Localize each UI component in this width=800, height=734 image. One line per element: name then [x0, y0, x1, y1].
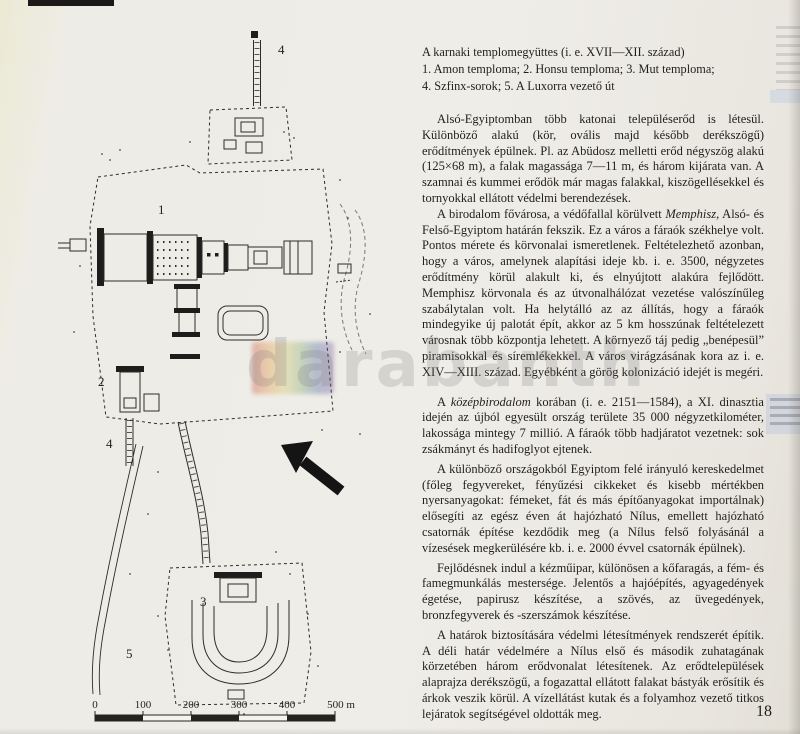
- body-text-column: Alsó-Egyiptomban több katonai települése…: [422, 112, 764, 722]
- honsu-temple: [116, 366, 160, 413]
- paragraph-text: A: [437, 394, 451, 409]
- north-sphinx-avenue: [251, 31, 261, 106]
- scale-labels: 0 100 200 300 400 500 m: [92, 699, 355, 711]
- scale-label: 0: [92, 699, 98, 711]
- paragraph-fortresses: Alsó-Egyiptomban több katonai települése…: [422, 112, 764, 205]
- italic-term: középbirodalom: [450, 394, 531, 409]
- stipple-dots: [73, 131, 371, 715]
- scan-edge-mark: [28, 0, 114, 6]
- paragraph-crafts: Fejlődésnek indul a kézműipar, különösen…: [422, 560, 764, 622]
- page-edge-shading: [0, 728, 800, 734]
- sphinx-avenue-west: [125, 418, 134, 466]
- north-arrow: [281, 441, 345, 496]
- label-honsu: 2: [98, 374, 105, 389]
- paragraph-trade: A különböző országokból Egyiptom felé ir…: [422, 461, 764, 555]
- paragraph-memphis: A birodalom fővárosa, a védőfallal körül…: [422, 207, 764, 381]
- label-sphinx-mid: 4: [106, 436, 113, 451]
- label-amon: 1: [158, 202, 165, 217]
- scale-label: 500 m: [327, 699, 355, 711]
- south-axis-pylons: [170, 284, 200, 359]
- sphinx-avenue-south: [177, 420, 211, 565]
- label-luxor-road: 5: [126, 646, 133, 661]
- paragraph-middle-kingdom: A középbirodalom korában (i. e. 2151—158…: [422, 395, 764, 458]
- mut-precinct: [164, 562, 312, 706]
- label-sphinx-top: 4: [278, 42, 285, 57]
- map-number-labels: 1 2 3 4 4 5: [98, 42, 285, 661]
- figure-caption-line: 4. Szfinx-sorok; 5. A Luxorra vezető út: [422, 78, 615, 93]
- italic-term: Memphisz,: [665, 206, 720, 221]
- paragraph-text: A birodalom fővárosa, a védőfallal körül…: [437, 206, 666, 221]
- scale-bar: 0 100 200 300 400 500 m: [92, 699, 355, 722]
- paragraph-text: korában (i. e. 2151—1584), a XI. dinaszt…: [422, 394, 764, 456]
- quay: [58, 238, 87, 252]
- scale-ticks: [94, 711, 336, 715]
- sacred-lake: [217, 305, 269, 341]
- figure-caption-line: 1. Amon temploma; 2. Honsu temploma; 3. …: [422, 61, 715, 76]
- label-mut: 3: [200, 594, 207, 609]
- luxor-road: [91, 443, 144, 696]
- montu-precinct: [207, 106, 293, 165]
- paragraph-text: Alsó- és Felső-Egyiptom határán fekszik.…: [422, 206, 765, 379]
- figure-caption-title: A karnaki templomegyüttes (i. e. XVII—XI…: [422, 45, 685, 59]
- amon-enclosure-wall: [89, 164, 334, 425]
- amon-temple: [97, 228, 313, 286]
- scale-label: 300: [231, 699, 248, 711]
- page-edge-shading: [788, 0, 800, 734]
- scale-label: 400: [279, 699, 296, 711]
- paragraph-borders: A határok biztosítására védelmi létesítm…: [422, 627, 764, 721]
- scale-label: 200: [183, 699, 200, 711]
- karnak-site-plan: 1 2 3 4 4 5 0 100 200: [58, 31, 371, 722]
- figure-caption: A karnaki templomegyüttes (i. e. XVII—XI…: [422, 44, 768, 95]
- scale-label: 100: [135, 699, 152, 711]
- east-ruins: [335, 203, 367, 355]
- page-number: 18: [756, 703, 772, 720]
